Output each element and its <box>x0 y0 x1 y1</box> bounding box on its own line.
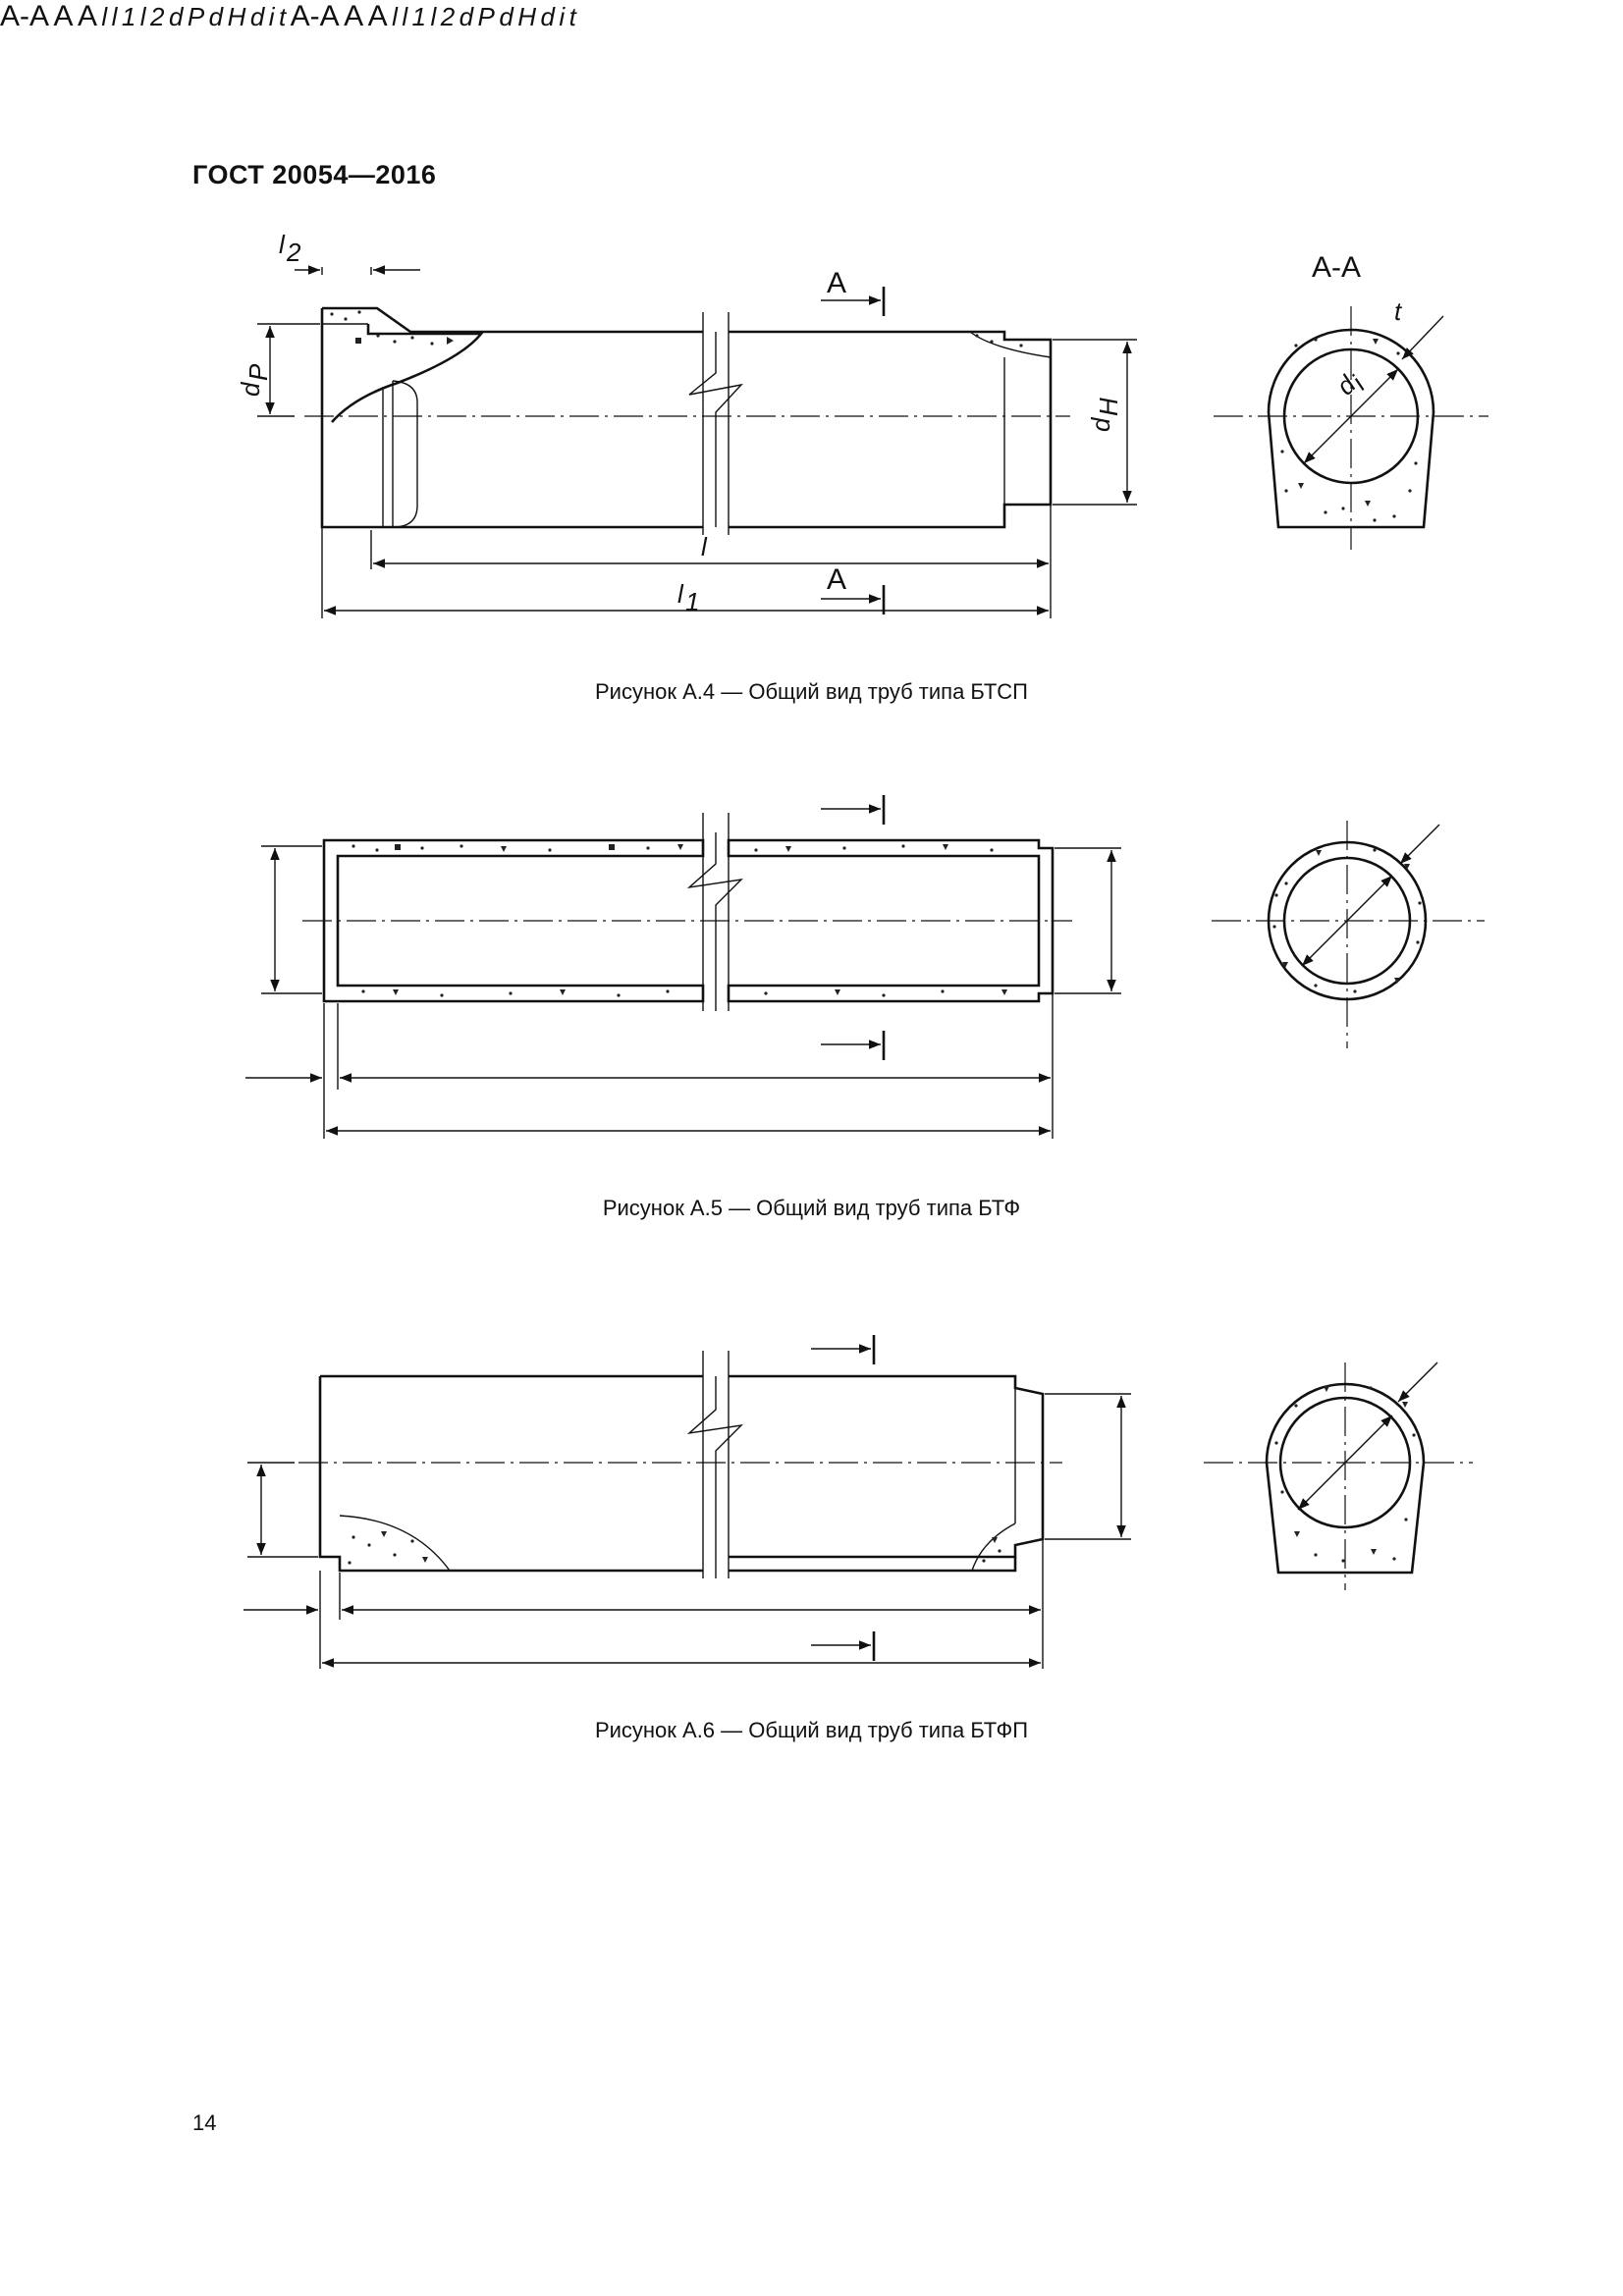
svg-text:2: 2 <box>286 238 301 267</box>
svg-text:d: d <box>236 381 265 397</box>
figure-a4-cut-markers <box>821 287 886 614</box>
figure-a6-t-label: t <box>568 2 576 31</box>
figure-a4-cut-label-top: А <box>827 267 846 299</box>
svg-text:1: 1 <box>685 587 699 616</box>
figure-a5-section-title: А-А <box>0 0 50 32</box>
figure-a5-l2-label: l 2 <box>139 2 165 31</box>
figure-a4-pipe-body <box>304 306 1070 529</box>
figure-a6-caption: Рисунок А.6 — Общий вид труб типа БТФП <box>594 1718 1029 1742</box>
figure-a6-cut-label-bottom: А <box>367 0 388 32</box>
figure-a4-break-lines <box>688 312 743 535</box>
figure-a6-l2-label: l 2 <box>430 2 456 31</box>
figure-a6-l1-label: l 1 <box>402 2 427 31</box>
figure-a6-section-title: А-А <box>290 0 340 32</box>
svg-text:l: l <box>279 230 286 259</box>
figure-a6-pipe-body <box>298 1374 1062 1573</box>
figure-a5-pipe-body <box>302 838 1072 1003</box>
figure-a4-l2-label: l 2 <box>279 230 301 267</box>
svg-text:l: l <box>677 579 684 609</box>
figure-a6-dn-label: d Н <box>499 2 537 31</box>
figure-a4-section-title: А-А <box>1312 251 1361 284</box>
figure-a5-caption: Рисунок А.5 — Общий вид труб типа БТФ <box>602 1196 1021 1220</box>
svg-text:Н: Н <box>1094 398 1123 416</box>
figure-a4-dn-label: d Н <box>1086 398 1123 432</box>
figure-a5-dimensions <box>245 845 1121 1139</box>
figure-a5-l1-label: l 1 <box>111 2 136 31</box>
figure-a4-cut-label-bottom: А <box>827 563 846 596</box>
figure-a4-cross-section <box>1214 306 1488 550</box>
figure-a4-l-label: l <box>701 532 708 561</box>
figure-a5-l-label: l <box>101 2 108 31</box>
figure-a6-l-label: l <box>392 2 398 31</box>
figure-a4-drawing <box>257 265 1488 618</box>
figure-a4-l1-label: l 1 <box>677 579 699 616</box>
figure-a6-cross-section <box>1204 1362 1473 1590</box>
figure-a5-cut-markers <box>821 795 886 1060</box>
figure-a6-drawing <box>243 1335 1473 1669</box>
figure-a5-t-label: t <box>278 2 287 31</box>
figure-a6-cut-label-top: А <box>344 0 364 32</box>
figure-a6-di-label: d i <box>540 2 566 31</box>
page-number: 14 <box>192 2110 217 2135</box>
figure-a6-break-lines <box>686 1351 743 1578</box>
figure-a4-caption: Рисунок А.4 — Общий вид труб типа БТСП <box>595 679 1028 704</box>
figure-a5-cross-section <box>1212 821 1485 1048</box>
figure-a5-break-lines <box>686 813 743 1011</box>
figure-a5-di-label: d i <box>249 2 275 31</box>
figure-a5-drawing <box>245 795 1485 1139</box>
figure-a6-dimensions <box>243 1393 1131 1669</box>
figure-a5-cut-label-bottom: А <box>77 0 97 32</box>
svg-text:d: d <box>1086 416 1115 432</box>
figure-a6-dp-label: d P <box>459 2 495 31</box>
figure-a5-dp-label: d P <box>168 2 205 31</box>
figure-a4-dp-label: d P <box>236 363 273 397</box>
figure-a5-cut-label-top: А <box>53 0 74 32</box>
figure-a4-t-label: t <box>1394 296 1403 326</box>
figure-a5-dn-label: d Н <box>208 2 246 31</box>
figure-a6-cut-markers <box>811 1335 876 1661</box>
svg-text:P: P <box>243 363 273 381</box>
document-header: ГОСТ 20054—2016 <box>192 160 437 189</box>
figure-a4-dimensions <box>257 265 1137 618</box>
